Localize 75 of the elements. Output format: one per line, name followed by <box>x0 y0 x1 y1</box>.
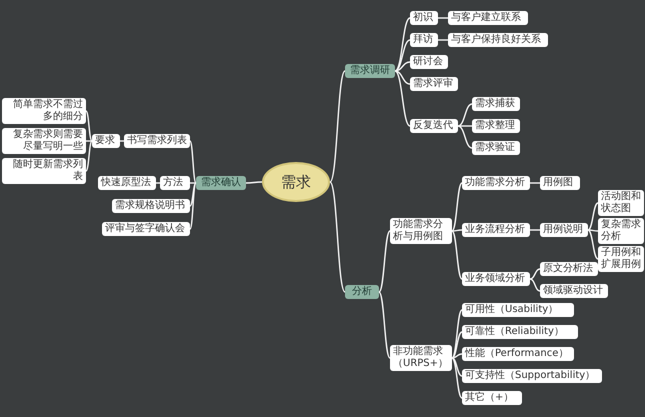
subtopic: 可用性（Usability） <box>462 303 574 317</box>
connector-line <box>530 278 540 292</box>
connector-line <box>530 268 540 280</box>
connector-line <box>452 309 462 359</box>
subtopic: 领域驱动设计 <box>540 284 608 298</box>
main-topic: 需求调研 <box>345 64 395 78</box>
subtopic: 随时更新需求列表 <box>2 158 86 184</box>
subtopic: 需求验证 <box>472 141 520 155</box>
subtopic: 可支持性（Supportability） <box>462 369 602 383</box>
connector-line <box>530 229 540 231</box>
subtopic: 复杂需求则需要尽量写明一些 <box>2 128 86 154</box>
subtopic: 业务领域分析 <box>462 272 530 286</box>
subtopic: 用例图 <box>540 176 580 190</box>
connector-line <box>85 110 93 142</box>
subtopic: 功能需求分析 <box>462 176 530 190</box>
connector-line <box>378 230 390 292</box>
connector-line <box>452 229 462 232</box>
subtopic: 研讨会 <box>410 55 448 69</box>
connector-line <box>588 229 598 232</box>
connector-line <box>378 292 390 358</box>
connector-line <box>438 39 448 41</box>
connector-line <box>190 182 196 206</box>
connector-line <box>458 103 472 127</box>
subtopic: 活动图和状态图 <box>598 190 644 216</box>
subtopic: 需求整理 <box>472 119 520 133</box>
connector-line <box>452 230 462 280</box>
main-topic: 分析 <box>345 285 379 299</box>
connector-line <box>394 39 410 72</box>
connector-line <box>394 70 410 85</box>
subtopic: 子用例和扩展用例 <box>598 246 644 272</box>
subtopic: 原文分析法 <box>540 262 598 276</box>
subtopic: 可靠性（Reliability） <box>462 325 578 339</box>
subtopic: 评审与签字确认会 <box>102 222 190 236</box>
connector-line <box>394 70 410 127</box>
subtopic: 非功能需求（URPS+） <box>390 345 452 371</box>
connector-line <box>329 70 346 182</box>
connector-line <box>85 140 93 172</box>
subtopic: 简单需求不需过多的细分 <box>2 98 86 124</box>
main-topic: 需求确认 <box>196 176 246 190</box>
subtopic: 其它（+） <box>462 391 522 405</box>
connector-line <box>246 181 262 184</box>
connector-line <box>452 357 462 377</box>
connector-line <box>329 182 346 292</box>
subtopic: 反复迭代 <box>410 119 458 133</box>
connector-line <box>189 182 197 230</box>
connector-line <box>452 357 462 399</box>
subtopic: 快速原型法 <box>98 176 156 190</box>
subtopic: 需求捕获 <box>472 97 520 111</box>
subtopic: 要求 <box>92 134 120 148</box>
connector-line <box>438 17 448 19</box>
connector-line <box>452 353 462 359</box>
connector-line <box>530 182 540 184</box>
connector-line <box>458 125 472 149</box>
subtopic: 与客户保持良好关系 <box>448 33 548 47</box>
connector-line <box>458 125 472 127</box>
subtopic: 功能需求分析与用例图 <box>390 218 452 244</box>
subtopic: 需求评审 <box>410 77 458 91</box>
subtopic: 初识 <box>410 11 438 25</box>
subtopic: 书写需求列表 <box>124 134 190 148</box>
subtopic: 复杂需求分析 <box>598 218 644 244</box>
connector-line <box>588 229 598 260</box>
connector-line <box>452 182 462 232</box>
subtopic: 与客户建立联系 <box>448 11 528 25</box>
subtopic: 性能（Performance） <box>462 347 574 361</box>
connector-line <box>452 331 462 359</box>
connector-line <box>394 17 410 72</box>
connector-line <box>588 202 598 231</box>
subtopic: 用例说明 <box>540 223 588 237</box>
subtopic: 拜访 <box>410 33 438 47</box>
subtopic: 业务流程分析 <box>462 223 530 237</box>
central-topic: 需求 <box>262 162 330 202</box>
connector-line <box>189 140 197 184</box>
connector-line <box>394 61 410 72</box>
subtopic: 方法 <box>160 176 190 190</box>
subtopic: 需求规格说明书 <box>112 199 190 213</box>
